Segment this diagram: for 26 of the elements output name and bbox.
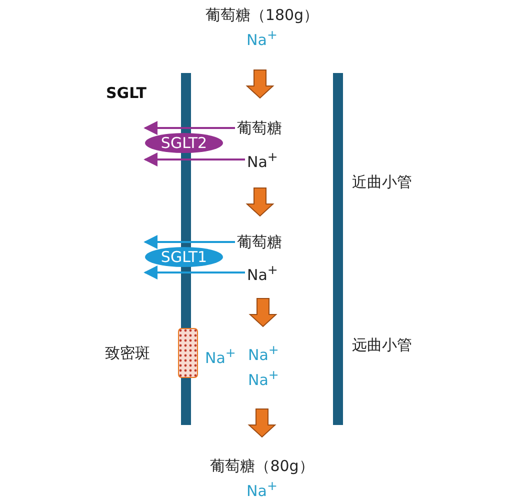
substance-label: Na$^{+}$ xyxy=(246,26,278,50)
substance-label: Na$^{+}$ xyxy=(247,260,278,285)
transporter-ellipse: SGLT1 xyxy=(145,247,223,267)
heading: SGLT xyxy=(106,83,146,103)
flow-arrow xyxy=(248,408,276,438)
substance-label: Na$^{+}$ xyxy=(248,341,278,365)
segment-label: 近曲小管 xyxy=(352,172,412,192)
transporter-ellipse: SGLT2 xyxy=(145,133,223,153)
transport-arrow xyxy=(144,266,245,280)
structure-label: 致密斑 xyxy=(105,343,150,363)
transport-arrow xyxy=(144,121,235,135)
segment-label: 远曲小管 xyxy=(352,335,412,355)
substance-label: Na$^{+}$ xyxy=(246,477,278,500)
transport-arrow xyxy=(144,235,235,249)
substance-label: 葡萄糖 xyxy=(237,232,282,252)
substance-label: 葡萄糖（180g） xyxy=(204,5,320,25)
substance-label: Na$^{+}$ xyxy=(247,147,278,172)
substance-label: Na$^{+}$ xyxy=(248,366,278,390)
dotted-patch xyxy=(178,328,198,378)
substance-label: 葡萄糖 xyxy=(237,118,282,138)
flow-arrow xyxy=(248,298,278,328)
transport-arrow xyxy=(144,152,245,166)
flow-arrow xyxy=(246,188,274,217)
ion-label: Na$^{+}$ xyxy=(205,344,236,368)
flow-arrow xyxy=(246,70,274,99)
substance-label: 葡萄糖（80g） xyxy=(209,456,315,476)
